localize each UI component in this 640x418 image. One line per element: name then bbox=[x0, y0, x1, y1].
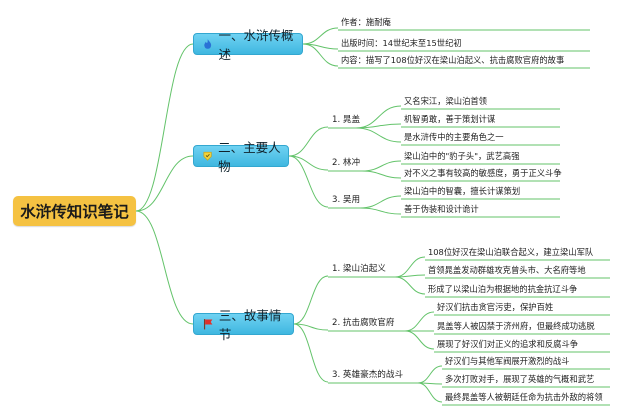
plot-detail: 108位好汉在梁山泊联合起义，建立梁山军队 bbox=[428, 247, 594, 257]
edge-sub-detail bbox=[359, 207, 402, 215]
edge-section-sub bbox=[293, 275, 329, 325]
edge-sub-detail bbox=[394, 256, 426, 278]
edge-section-item bbox=[302, 43, 339, 67]
edge-root-section bbox=[135, 155, 194, 212]
edge-sub-detail bbox=[417, 365, 443, 384]
character-wu-yong: 3. 吴用 bbox=[332, 195, 361, 205]
plot-detail: 好汉们抗击贪官污吏，保护百姓 bbox=[437, 302, 554, 312]
edge-root-section bbox=[135, 210, 194, 325]
character-detail: 是水浒传中的主要角色之一 bbox=[404, 132, 504, 142]
plot-fight-officials: 2. 抗击腐败官府 bbox=[332, 318, 395, 328]
section-characters[interactable]: 二、主要人物 bbox=[193, 140, 289, 174]
edge-sub-detail bbox=[361, 160, 402, 172]
plot-detail: 展现了好汉们对正义的追求和反腐斗争 bbox=[437, 339, 579, 349]
edge-sub-detail bbox=[355, 127, 402, 143]
character-detail: 梁山泊中的智囊，擅长计谋策划 bbox=[404, 186, 521, 196]
edge-sub-detail bbox=[355, 123, 402, 129]
overview-item: 作者：施耐庵 bbox=[341, 17, 391, 27]
plot-detail: 多次打败对手，展现了英雄的气概和武艺 bbox=[445, 374, 595, 384]
edge-sub-detail bbox=[404, 330, 435, 350]
edge-sub-detail bbox=[359, 195, 402, 209]
overview-item: 内容：描写了108位好汉在梁山泊起义、抗击腐败官府的故事 bbox=[341, 55, 565, 65]
character-detail: 梁山泊中的"豹子头"，武艺高强 bbox=[404, 151, 520, 161]
section-label: 一、水浒传概述 bbox=[218, 28, 294, 62]
plot-uprising: 1. 梁山泊起义 bbox=[332, 264, 386, 274]
edge-sub-detail bbox=[417, 382, 443, 403]
edge-section-sub bbox=[293, 323, 329, 383]
flame-icon bbox=[204, 39, 212, 49]
plot-hero-battles: 3. 英雄豪杰的战斗 bbox=[332, 370, 404, 380]
edge-section-sub bbox=[288, 126, 329, 157]
section-label: 三、故事情节 bbox=[218, 308, 282, 342]
character-chao-gai: 1. 晁盖 bbox=[332, 115, 361, 125]
character-detail: 对不义之事有较高的敏感度，勇于正义斗争 bbox=[404, 168, 562, 178]
edge-section-sub bbox=[293, 323, 329, 331]
flag-icon bbox=[203, 319, 213, 330]
section-overview[interactable]: 一、水浒传概述 bbox=[193, 28, 303, 62]
edge-sub-detail bbox=[355, 105, 402, 129]
edge-section-sub bbox=[288, 155, 329, 208]
badge-icon bbox=[203, 151, 212, 161]
edge-sub-detail bbox=[404, 311, 435, 332]
edge-sub-detail bbox=[361, 170, 402, 179]
plot-detail: 好汉们与其他军阀展开激烈的战斗 bbox=[445, 356, 570, 366]
edge-section-sub bbox=[288, 155, 329, 171]
section-label: 二、主要人物 bbox=[218, 140, 281, 174]
section-plot[interactable]: 三、故事情节 bbox=[193, 308, 294, 342]
character-detail: 善于伪装和设计诡计 bbox=[404, 204, 479, 214]
edge-section-item bbox=[302, 27, 339, 45]
character-detail: 又名宋江，梁山泊首领 bbox=[404, 96, 487, 106]
edge-sub-detail bbox=[394, 276, 426, 295]
plot-detail: 晁盖等人被囚禁于济州府，但最终成功逃脱 bbox=[437, 321, 595, 331]
edge-root-section bbox=[135, 43, 194, 212]
character-detail: 机智勇敢，善于策划计谋 bbox=[404, 114, 496, 124]
plot-detail: 最终晁盖等人被朝廷任命为抗击外敌的将领 bbox=[445, 392, 603, 402]
plot-detail: 形成了以梁山泊为根据地的抗金抗辽斗争 bbox=[428, 284, 578, 294]
plot-detail: 首领晁盖发动群雄攻克曾头市、大名府等地 bbox=[428, 265, 586, 275]
root-node[interactable]: 水浒传知识笔记 bbox=[13, 196, 136, 226]
overview-item: 出版时间：14世纪末至15世纪初 bbox=[341, 38, 462, 48]
character-lin-chong: 2. 林冲 bbox=[332, 158, 361, 168]
